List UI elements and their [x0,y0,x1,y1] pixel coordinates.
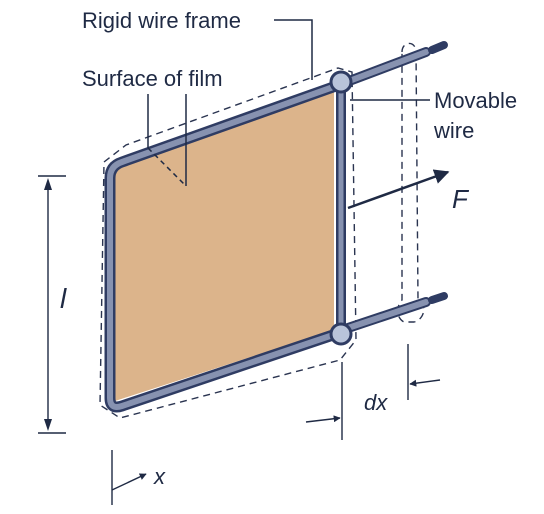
top-rail-dash [428,41,448,54]
film-dashed-outline [99,67,357,419]
length-dim-arrow-bottom [44,419,52,431]
surface-of-film-label: Surface of film [82,66,223,91]
rigid-wire-frame-label: Rigid wire frame [82,8,241,33]
dx-label: dx [364,390,388,415]
movable-label-line2: wire [433,118,474,143]
dx-left-arrow [305,415,341,423]
x-arrow [111,473,147,491]
movable-label-line1: Movable [434,88,517,113]
bottom-rail-fill [333,299,429,335]
rigid-wire-frame-fill [107,83,338,410]
force-label: F [452,184,470,214]
length-dim-arrow-top [44,178,52,190]
dx-right-arrow [409,379,441,387]
rigid-frame-leader [274,19,313,80]
top-joint-ring [329,70,353,94]
x-label: x [153,464,166,489]
film-surface [112,88,334,402]
bottom-rail-dash [428,292,448,304]
force-arrow [347,169,450,210]
bottom-joint-ring [329,322,353,346]
length-label: l [60,283,67,314]
